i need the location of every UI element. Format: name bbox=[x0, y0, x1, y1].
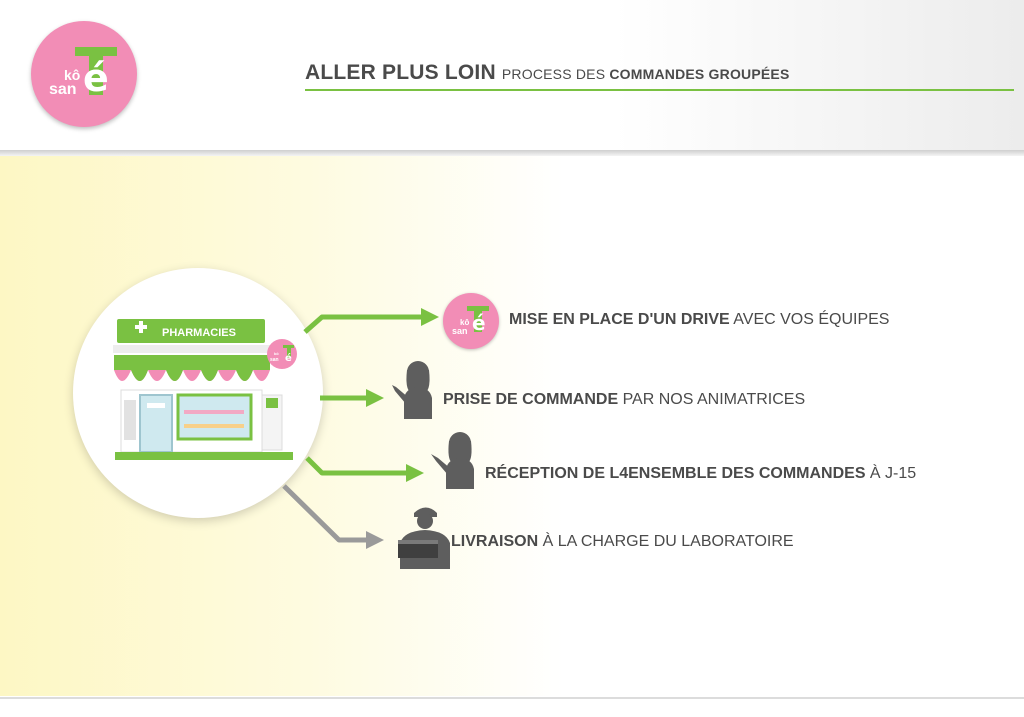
shop-badge-accent: é bbox=[285, 352, 292, 364]
title-sub-plain: PROCESS DES bbox=[501, 66, 606, 82]
woman-pointing-icon-2 bbox=[431, 432, 474, 489]
pharmacy-storefront-icon: PHARMACIES bbox=[113, 319, 293, 460]
mini-logo-t-stem bbox=[474, 308, 482, 332]
logo-top-text: kô bbox=[64, 67, 81, 83]
arrow-step-4 bbox=[282, 484, 384, 549]
step-2-bold: PRISE DE COMMANDE bbox=[443, 391, 619, 408]
arrow-step-2 bbox=[320, 389, 384, 407]
arrow-step-3 bbox=[305, 456, 424, 482]
shop-badge-top: kô bbox=[274, 351, 279, 356]
pharmacy-sign-text: PHARMACIES bbox=[162, 327, 236, 339]
mini-logo-bottom: san bbox=[452, 326, 468, 336]
title-underline bbox=[305, 89, 1014, 91]
title-sub-bold: COMMANDES GROUPÉES bbox=[609, 66, 790, 82]
mini-logo-accent: é bbox=[472, 311, 486, 335]
step-2-label: PRISE DE COMMANDE PAR NOS ANIMATRICES bbox=[443, 391, 805, 409]
kosante-logo-icon: é kô san bbox=[443, 293, 499, 349]
step-3-plain: À J-15 bbox=[865, 465, 917, 482]
title-subtitle: PROCESS DES COMMANDES GROUPÉES bbox=[502, 66, 790, 82]
logo-accent-letter: é bbox=[83, 56, 109, 100]
header: é kô san ALLER PLUS LOIN PROCESS DES COM… bbox=[0, 0, 1024, 150]
step-1-bold: MISE EN PLACE D'UN DRIVE bbox=[509, 311, 730, 328]
logo-bottom-text: san bbox=[49, 81, 77, 98]
header-divider bbox=[0, 150, 1024, 156]
arrow-step-1 bbox=[303, 308, 439, 334]
step-3-label: RÉCEPTION DE L4ENSEMBLE DES COMMANDES À … bbox=[485, 465, 916, 483]
step-1-plain: AVEC VOS ÉQUIPES bbox=[729, 311, 890, 328]
step-2-plain: PAR NOS ANIMATRICES bbox=[618, 391, 806, 408]
delivery-person-icon bbox=[398, 507, 450, 569]
footer-divider bbox=[0, 697, 1024, 699]
logo-t-stem bbox=[89, 51, 103, 95]
step-4-label: LIVRAISON À LA CHARGE DU LABORATOIRE bbox=[451, 533, 794, 551]
title-main: ALLER PLUS LOIN bbox=[305, 61, 496, 84]
page-title: ALLER PLUS LOIN PROCESS DES COMMANDES GR… bbox=[305, 61, 790, 85]
woman-pointing-icon bbox=[392, 361, 432, 419]
step-3-bold: RÉCEPTION DE L4ENSEMBLE DES COMMANDES bbox=[485, 465, 866, 482]
mini-logo-top: kô bbox=[460, 318, 470, 327]
shop-badge-bottom: san bbox=[270, 357, 279, 363]
step-4-plain: À LA CHARGE DU LABORATOIRE bbox=[538, 533, 794, 550]
kosante-logo[interactable]: é kô san bbox=[31, 21, 137, 127]
step-4-bold: LIVRAISON bbox=[451, 533, 539, 550]
step-1-label: MISE EN PLACE D'UN DRIVE AVEC VOS ÉQUIPE… bbox=[509, 311, 889, 329]
shop-badge-logo: é kô san bbox=[267, 339, 297, 369]
